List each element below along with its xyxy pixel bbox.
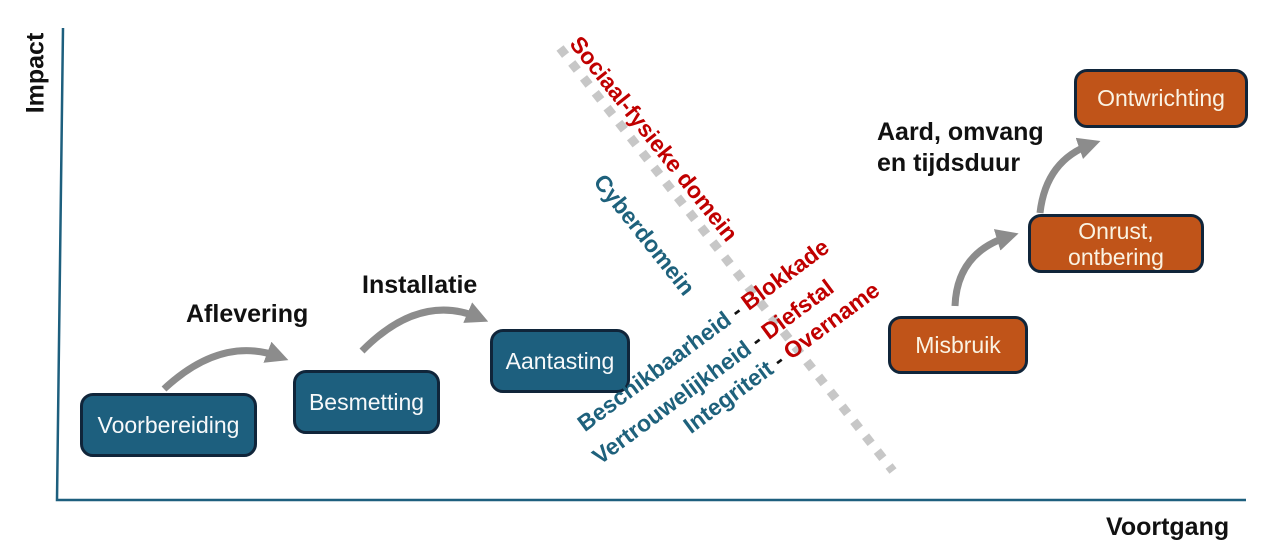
annotation-line1: Aard, omvang <box>877 118 1044 146</box>
phase-label-line1: Onrust, <box>1078 217 1154 244</box>
arrow-misbruik-onrust <box>951 229 1019 307</box>
annotation-aard-omvang-tijdsduur: Aard, omvang en tijdsduur <box>877 117 1044 179</box>
transition-label-installatie: Installatie <box>362 271 478 299</box>
transition-label-aflevering: Aflevering <box>186 300 309 328</box>
x-axis-label: Voortgang <box>1106 513 1230 541</box>
phase-box-voorbereiding: Voorbereiding <box>80 393 257 457</box>
annotation-line2: en tijdsduur <box>877 149 1021 177</box>
arrow-besmetting-aantasting <box>359 302 489 354</box>
axis-lines <box>55 27 1246 502</box>
phase-box-besmetting: Besmetting <box>293 370 440 434</box>
y-axis-label: Impact <box>21 32 50 114</box>
arrow-voorbereiding-besmetting <box>161 341 289 392</box>
phase-box-ontwrichting: Ontwrichting <box>1074 69 1248 128</box>
phase-label-line2: ontbering <box>1068 243 1164 270</box>
phase-label: Aantasting <box>505 347 615 374</box>
phase-label: Misbruik <box>915 331 1001 358</box>
phase-label: Besmetting <box>308 388 425 415</box>
domain-separator-dotted-line <box>556 45 897 474</box>
phase-box-aantasting: Aantasting <box>490 329 630 393</box>
phase-label: Voorbereiding <box>97 411 240 438</box>
phase-label: Ontwrichting <box>1097 85 1225 111</box>
arrow-onrust-ontwrichting <box>1036 137 1101 214</box>
phase-box-misbruik: Misbruik <box>888 316 1028 374</box>
phase-box-onrust-ontbering: Onrust, ontbering <box>1028 214 1204 273</box>
